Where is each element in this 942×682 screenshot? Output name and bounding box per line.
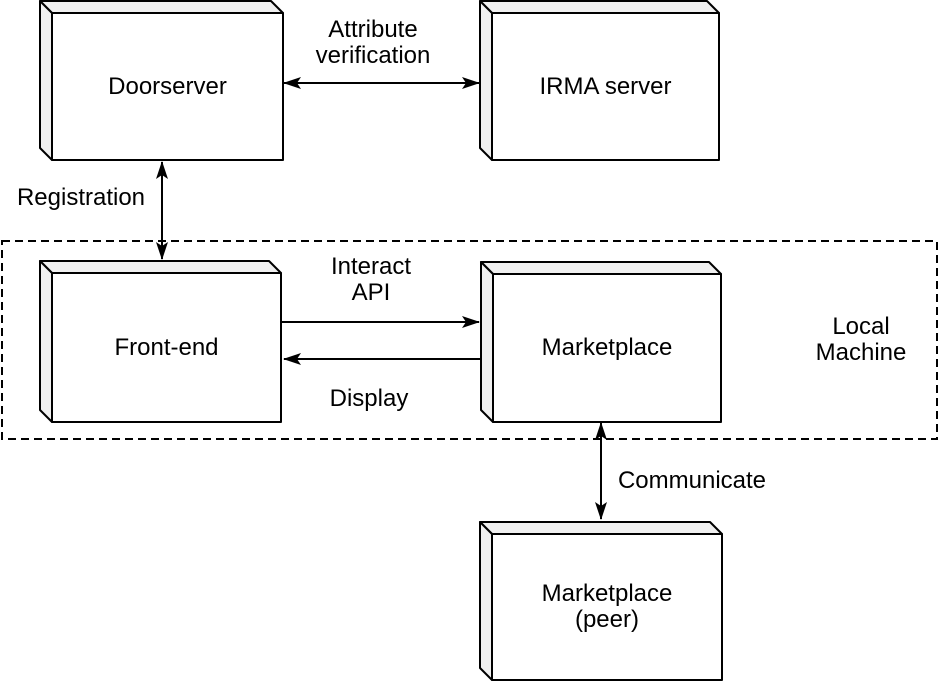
marketplace-peer-node-label: Marketplace (peer) <box>541 580 673 633</box>
registration-edge-label: Registration <box>16 184 146 211</box>
local-machine-group-border <box>1 240 938 440</box>
communicate-edge-label: Communicate <box>617 467 767 494</box>
doorserver-node-label: Doorserver <box>108 72 227 100</box>
marketplace-node-shape <box>480 261 722 423</box>
interact-api-edge-label: Interact API <box>330 253 412 306</box>
local-machine-group-label: Local Machine <box>815 313 907 366</box>
attribute-verification-edge-label: Attribute verification <box>315 16 431 69</box>
irma-server-node-label: IRMA server <box>539 72 672 100</box>
display-edge-label: Display <box>329 385 409 412</box>
front-end-node-label: Front-end <box>114 333 219 361</box>
front-end-node-shape <box>39 260 282 423</box>
irma-server-node-shape <box>479 0 720 161</box>
doorserver-node-shape <box>39 0 284 161</box>
marketplace-peer-node-shape <box>479 521 723 681</box>
marketplace-node-label: Marketplace <box>541 334 673 361</box>
